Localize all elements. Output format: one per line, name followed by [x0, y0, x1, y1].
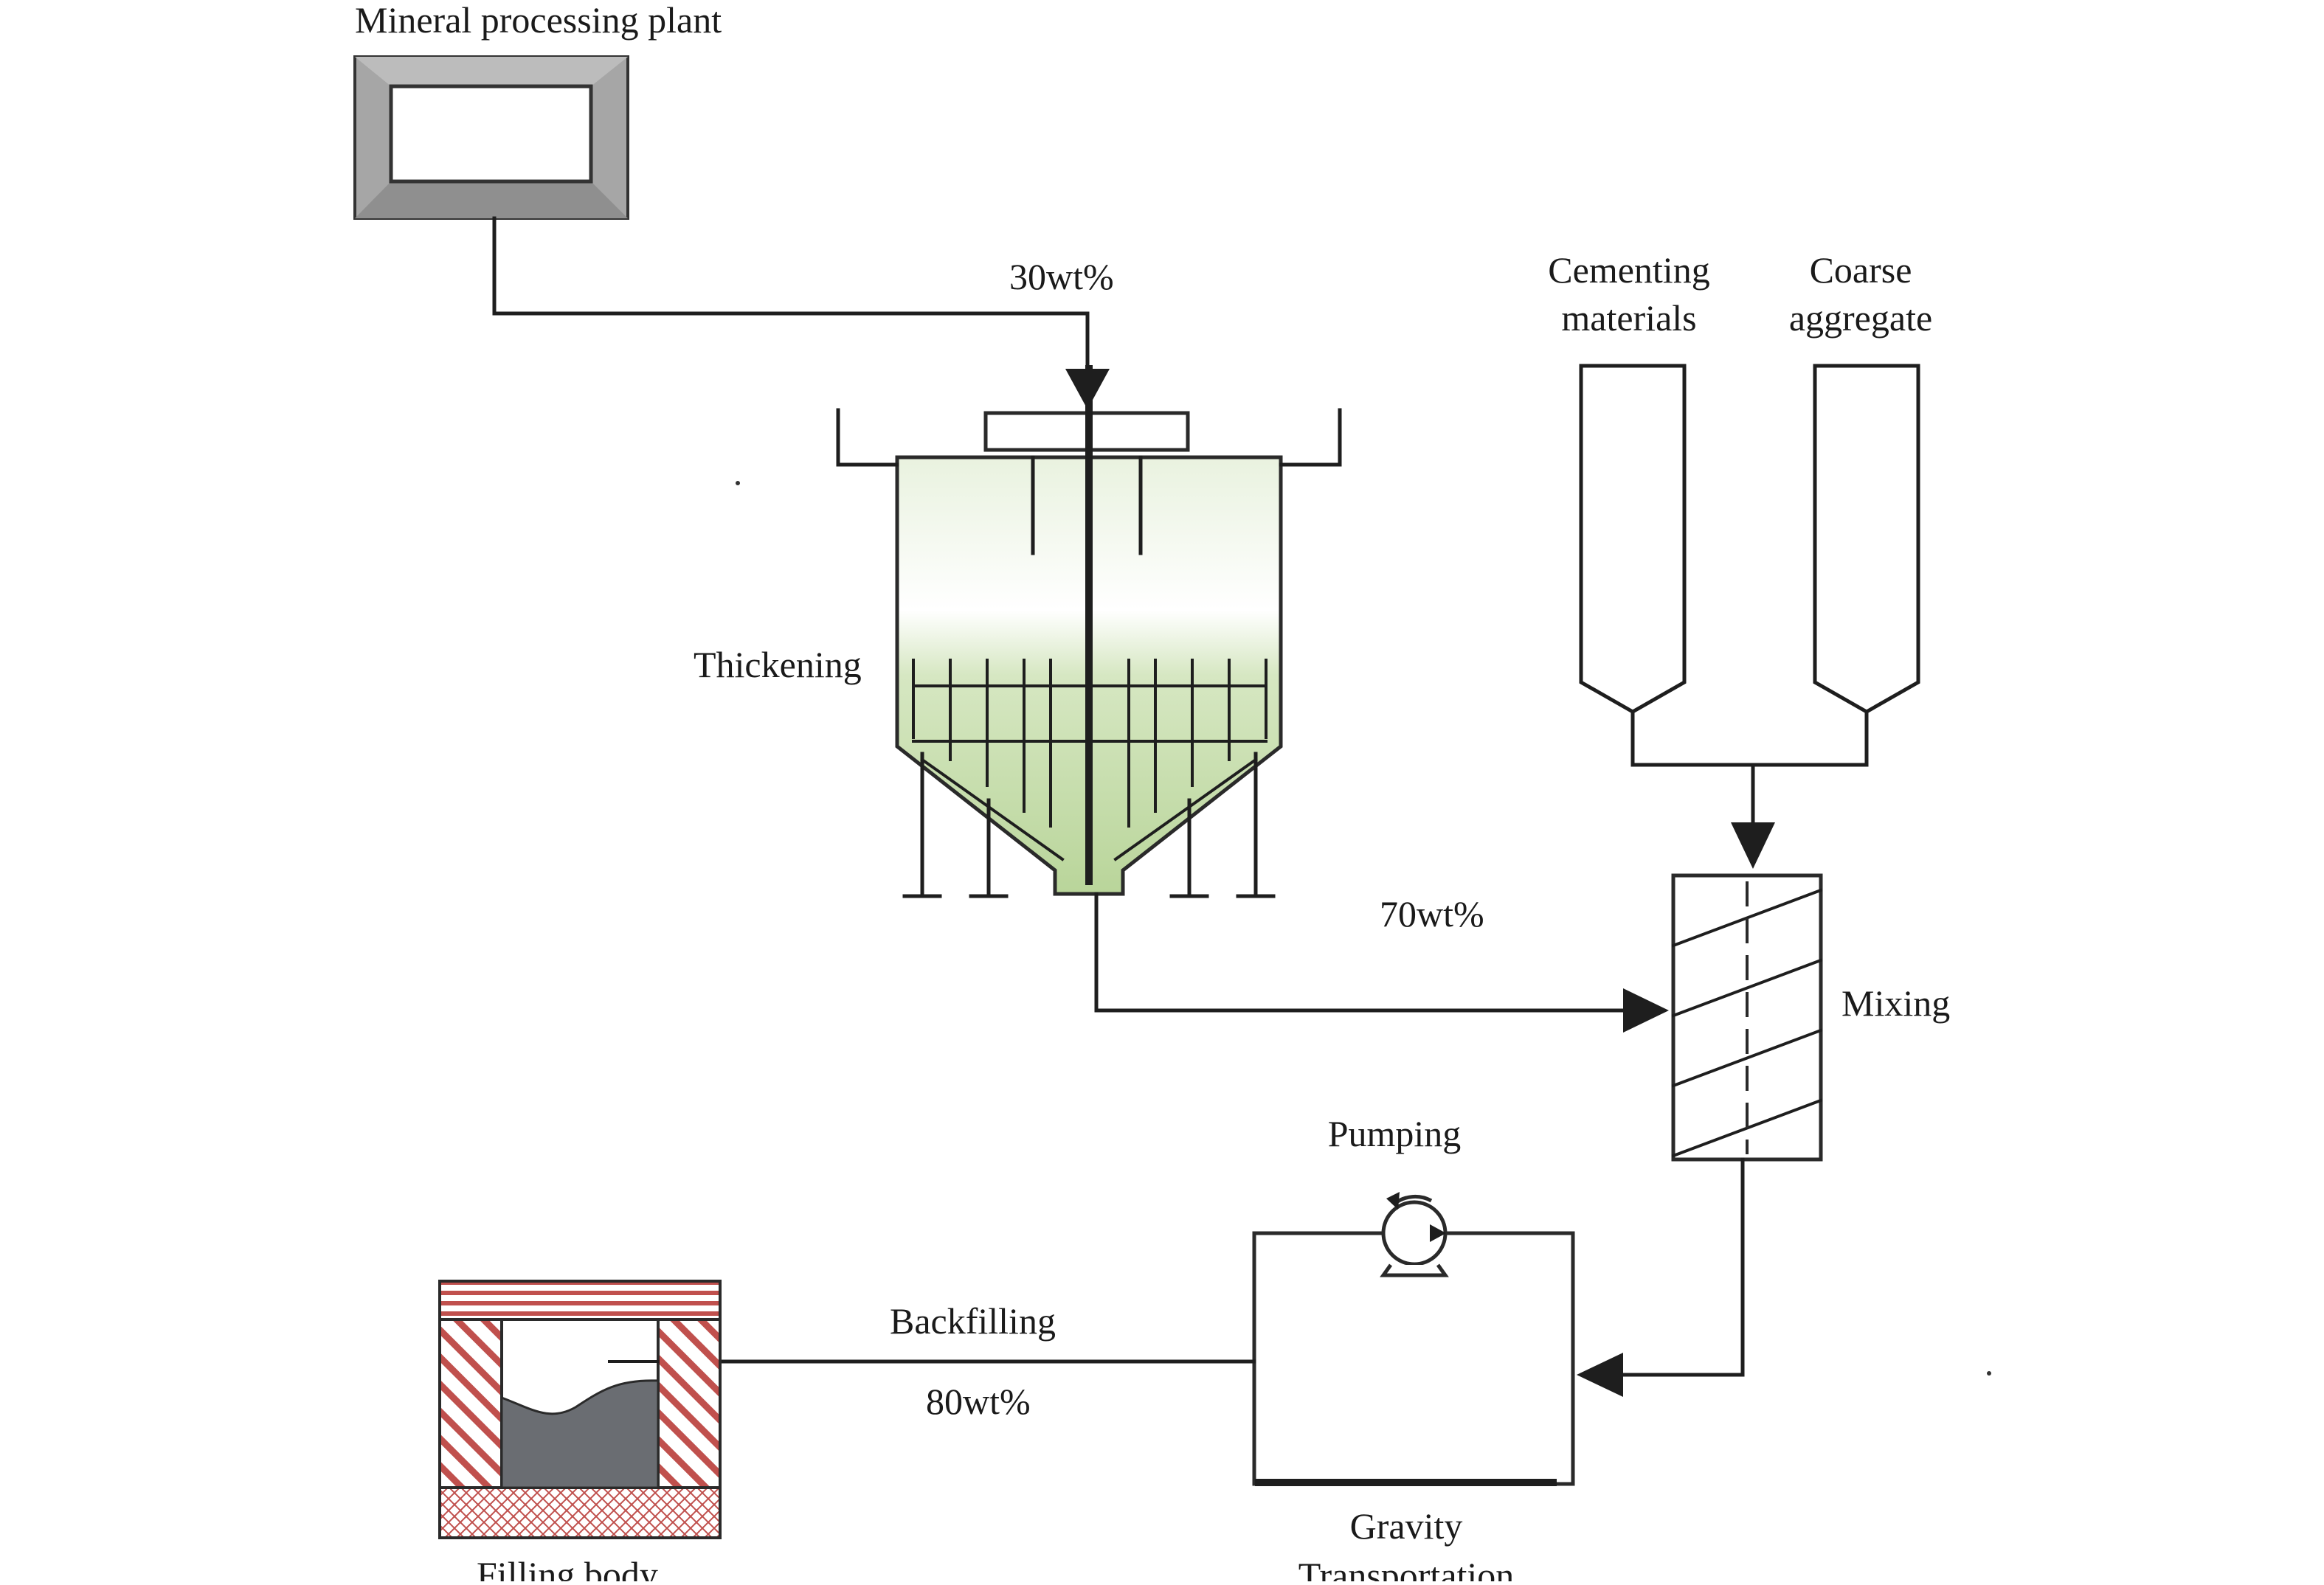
plant-bevel-top: [355, 57, 628, 86]
pump-icon: [1380, 1192, 1449, 1277]
stope-roof: [438, 1280, 722, 1321]
gravity-label-line1: Gravity: [1350, 1505, 1463, 1547]
thickener-cone-inner: [920, 757, 1258, 861]
coarse-label-line1: Coarse: [1810, 249, 1912, 291]
stope-wall-left: [438, 1318, 503, 1489]
stray-dot: [1987, 1371, 1991, 1376]
pumping-label: Pumping: [1328, 1113, 1462, 1154]
plant-screen: [389, 84, 593, 184]
silo-coarse-aggregate: [1813, 364, 1920, 714]
filling-body-label: Filling body: [477, 1554, 658, 1581]
filling-body: [438, 1280, 722, 1539]
cementing-label-line1: Cementing: [1548, 249, 1709, 291]
backfill-concentration-label: 80wt%: [926, 1381, 1031, 1422]
thickener-feedwell: [1031, 455, 1143, 555]
thickener-legs: [902, 752, 1276, 898]
backfilling-label: Backfilling: [890, 1300, 1056, 1342]
silo-arrow: [1731, 822, 1775, 869]
plant-label: Mineral processing plant: [355, 0, 722, 41]
silo-merge-pipe: [1630, 710, 1869, 825]
feed-concentration-label: 30wt%: [1009, 256, 1114, 297]
underflow-concentration-label: 70wt%: [1380, 893, 1484, 934]
stope-wall-right: [657, 1318, 722, 1489]
stope-floor: [438, 1486, 722, 1539]
thickener-rake-grid: [912, 659, 1268, 828]
feed-pipe: [492, 216, 1090, 371]
mixer-out-pipe: [1617, 1157, 1745, 1377]
thickening-label: Thickening: [694, 644, 862, 685]
cementing-label-line2: materials: [1561, 297, 1696, 339]
mixer-out-arrow: [1577, 1353, 1623, 1397]
silo-cementing-materials: [1579, 364, 1687, 714]
thickener: [836, 365, 1342, 898]
silo-coarse-body: [1813, 364, 1920, 714]
fill-material: [500, 1379, 660, 1489]
mixer: [1671, 873, 1823, 1162]
coarse-label-line2: aggregate: [1789, 297, 1932, 339]
underflow-arrow: [1623, 988, 1669, 1033]
mixing-label: Mixing: [1841, 982, 1950, 1024]
silo-cementing-body: [1579, 364, 1687, 714]
plant-bevel-bottom: [355, 181, 628, 218]
gravity-label-line2: Transportation: [1298, 1555, 1515, 1581]
mineral-processing-plant: [353, 55, 629, 220]
thickener-launders: [836, 408, 1342, 467]
underflow-pipe: [1094, 892, 1629, 1013]
mixer-screw: [1671, 888, 1823, 1158]
stray-dot: [736, 481, 740, 485]
